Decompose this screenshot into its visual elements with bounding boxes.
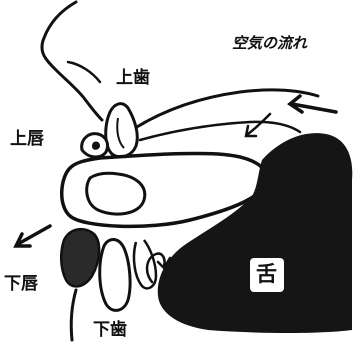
upper-teeth-shape bbox=[106, 104, 138, 157]
label-upper-teeth: 上歯 bbox=[116, 70, 150, 87]
label-tongue: 舌 bbox=[256, 264, 277, 285]
nose-profile-line bbox=[42, 2, 102, 120]
label-upper-lip: 上唇 bbox=[10, 131, 44, 148]
lower-lip-hatched bbox=[61, 229, 99, 286]
nostril-line bbox=[68, 62, 100, 82]
label-airflow: 空気の流れ bbox=[232, 36, 307, 51]
label-lower-teeth: 下歯 bbox=[93, 322, 127, 339]
chin-line bbox=[71, 290, 76, 340]
inner-air-arrow bbox=[248, 114, 270, 134]
label-lower-lip: 下唇 bbox=[4, 276, 38, 293]
lower-teeth-shape bbox=[100, 240, 130, 311]
palate-inner-line bbox=[140, 122, 300, 140]
